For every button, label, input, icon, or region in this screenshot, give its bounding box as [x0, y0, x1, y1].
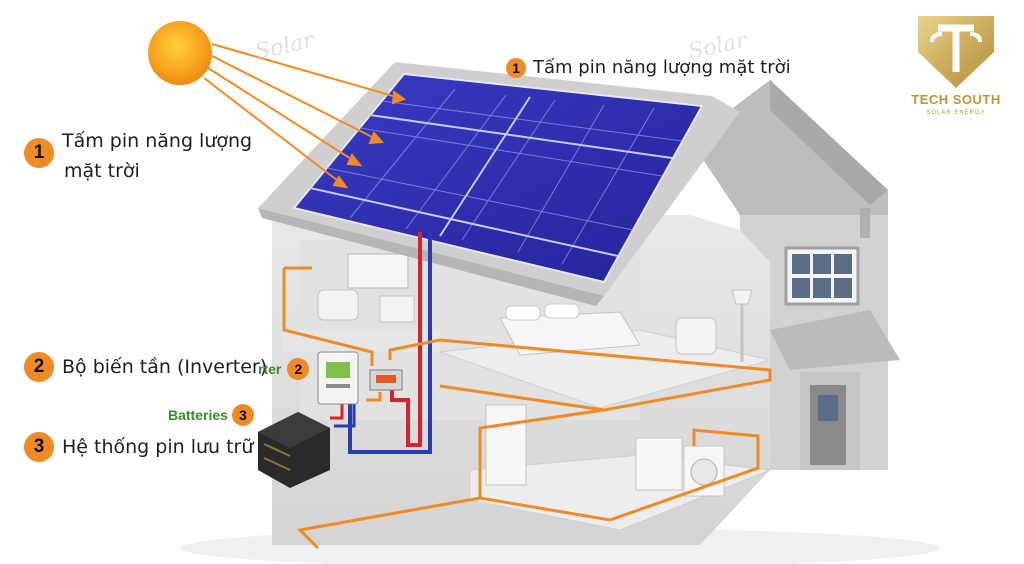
inverter-display	[326, 362, 350, 378]
label-text-line: Tấm pin năng lượng	[62, 130, 253, 152]
label-text-block: Tấm pin năng lượng mặt trời	[62, 126, 252, 186]
logo-mark-icon	[918, 16, 994, 88]
armchair	[317, 289, 359, 321]
tech-south-logo: TECH SOUTH SOLAR ENERGY	[898, 12, 1014, 122]
label-number-badge: 2	[24, 352, 54, 382]
logo-name: TECH SOUTH	[911, 92, 1001, 107]
label-text: Bộ biến tần (Inverter)	[62, 356, 268, 378]
right-wing-roof	[690, 80, 888, 215]
porch-roof	[770, 310, 900, 370]
pillow	[505, 305, 541, 321]
solar-module-borders	[309, 96, 673, 257]
label-battery-storage: 3 Hệ thống pin lưu trữ	[24, 432, 253, 462]
solar-panel	[292, 72, 704, 284]
bedroom-armchair	[675, 317, 717, 355]
chimney	[860, 208, 870, 238]
breaker-switch	[376, 375, 396, 383]
refrigerator	[485, 404, 527, 486]
side-table	[379, 295, 415, 323]
sun-rays	[203, 43, 407, 189]
label-number-badge: 1	[24, 138, 54, 168]
label-text-line: mặt trời	[64, 160, 140, 182]
battery-cable-red	[330, 404, 344, 420]
inverter-unit	[317, 351, 359, 405]
window-pane	[792, 278, 810, 298]
label-text: Hệ thống pin lưu trữ	[62, 436, 254, 458]
dc-cable-red	[390, 232, 422, 447]
label-number-badge: 3	[24, 432, 54, 462]
callout-inverter: rter 2	[258, 358, 310, 380]
battery-stripe	[263, 443, 291, 457]
ac-wiring	[282, 266, 772, 550]
bed	[499, 311, 641, 356]
callout-number-badge: 3	[231, 404, 254, 426]
label-text: Tấm pin năng lượng mặt trời	[533, 57, 791, 78]
floor-lamp-shade	[731, 289, 753, 305]
callout-text: Batteries	[168, 407, 228, 423]
window-pane	[834, 254, 852, 274]
window-pane	[813, 254, 831, 274]
callout-number-badge: 2	[287, 358, 310, 380]
battery-top	[258, 412, 330, 448]
solar-panel-array	[292, 72, 704, 284]
callout-text: rter	[258, 361, 282, 377]
label-number-badge: 1	[506, 57, 526, 78]
pillow	[544, 303, 580, 319]
right-wing-roof-edge	[770, 80, 888, 205]
label-solar-panel-left: 1 Tấm pin năng lượng mặt trời	[24, 126, 252, 186]
inverter-vent	[326, 384, 350, 388]
battery-pack	[258, 412, 330, 488]
window-pane	[813, 278, 831, 298]
television	[347, 253, 409, 289]
washer-door	[690, 458, 718, 486]
window-pane	[834, 278, 852, 298]
battery-stripe	[263, 457, 291, 471]
label-solar-panel-top: 1 Tấm pin năng lượng mặt trời	[506, 57, 791, 78]
label-inverter: 2 Bộ biến tần (Inverter)	[24, 352, 267, 382]
window-pane	[792, 254, 810, 274]
battery-cable-blue	[334, 404, 356, 428]
sun	[148, 21, 212, 85]
door-window	[818, 395, 838, 421]
dishwasher	[635, 437, 683, 491]
callout-batteries: Batteries 3	[168, 404, 254, 426]
solar-cell-grid	[326, 88, 683, 265]
logo-tagline: SOLAR ENERGY	[926, 110, 986, 116]
